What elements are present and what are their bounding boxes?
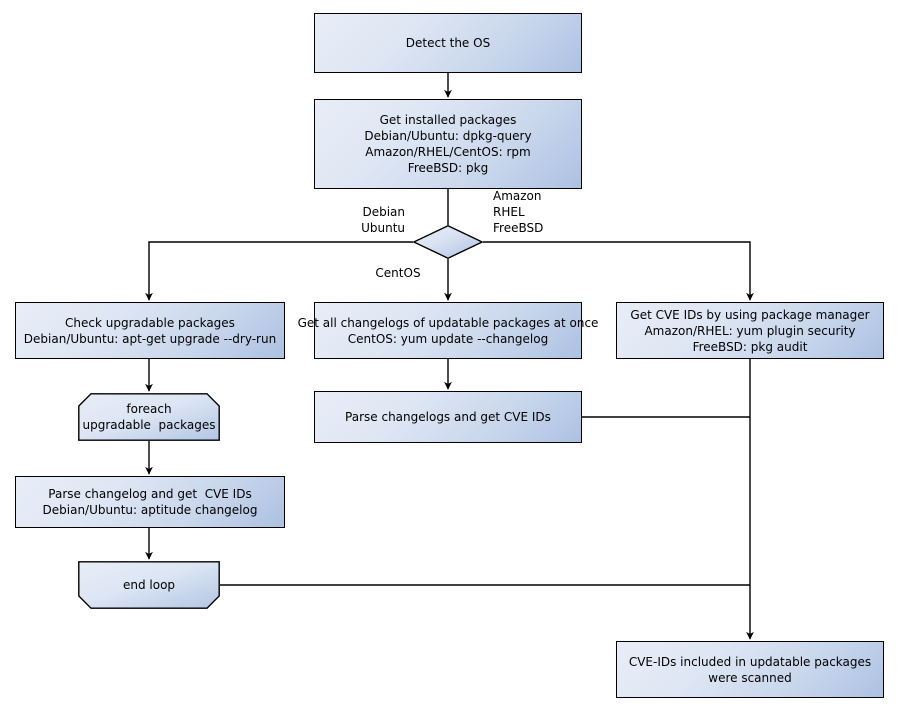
node-parse-changelogs-centos-label: Parse changelogs and get CVE IDs (345, 410, 551, 424)
node-get-installed-packages-label: Get installed packages Debian/Ubuntu: dp… (364, 113, 532, 175)
node-parse-changelog-debian[interactable]: Parse changelog and get CVE IDs Debian/U… (15, 476, 285, 528)
node-os-decision[interactable] (412, 225, 484, 259)
node-parse-changelog-debian-label: Parse changelog and get CVE IDs Debian/U… (42, 487, 258, 517)
node-detect-os[interactable]: Detect the OS (314, 13, 582, 73)
edge-label-centos: CentOS (375, 266, 421, 280)
node-end-loop[interactable]: end loop (78, 561, 220, 609)
node-foreach-loop-start[interactable]: foreach upgradable packages (78, 393, 220, 441)
node-check-upgradable-packages-label: Check upgradable packages Debian/Ubuntu:… (23, 315, 277, 346)
node-scan-result[interactable]: CVE-IDs included in updatable packages w… (616, 641, 884, 698)
node-get-installed-packages[interactable]: Get installed packages Debian/Ubuntu: dp… (314, 99, 582, 189)
edge-label-debian-ubuntu: Debian Ubuntu (361, 205, 405, 235)
node-foreach-loop-start-label: foreach upgradable packages (82, 402, 216, 432)
node-get-cve-ids-package-manager-label: Get CVE IDs by using package manager Ama… (630, 307, 870, 354)
loop-end-shape (78, 561, 220, 609)
diamond-shape (412, 225, 484, 259)
node-end-loop-label: end loop (122, 578, 176, 592)
node-get-all-changelogs-label: Get all changelogs of updatable packages… (297, 315, 599, 346)
node-check-upgradable-packages[interactable]: Check upgradable packages Debian/Ubuntu:… (15, 302, 285, 359)
node-get-cve-ids-package-manager[interactable]: Get CVE IDs by using package manager Ama… (616, 302, 884, 359)
node-get-all-changelogs[interactable]: Get all changelogs of updatable packages… (298, 302, 598, 359)
edge-decision-to-cve-pkgmgr (483, 241, 754, 301)
node-scan-result-label: CVE-IDs included in updatable packages w… (628, 654, 872, 685)
node-parse-changelogs-centos[interactable]: Parse changelogs and get CVE IDs (314, 391, 582, 443)
node-detect-os-label: Detect the OS (405, 36, 491, 50)
edge-label-amazon-rhel-freebsd: Amazon RHEL FreeBSD (493, 189, 544, 235)
loop-start-shape (78, 393, 220, 441)
